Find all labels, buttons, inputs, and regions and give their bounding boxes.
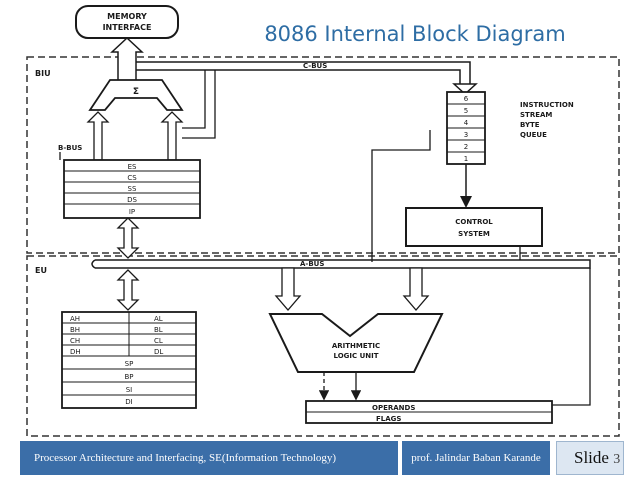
register-bp: BP	[124, 373, 133, 381]
memory-interface-line-1: MEMORY	[107, 12, 147, 21]
queue-slot-2: 2	[464, 143, 468, 151]
segment-register-file	[63, 159, 201, 219]
alu-input-arrow-right	[402, 267, 430, 311]
a-bus	[95, 259, 591, 269]
queue-slot-4: 4	[464, 119, 469, 127]
register-di: DI	[125, 398, 132, 406]
alu-label-line-1: ARITHMETIC	[332, 342, 380, 350]
eu-boundary	[26, 255, 620, 437]
register-ch: CH	[70, 337, 80, 345]
register-cs: CS	[127, 174, 137, 182]
sigma-symbol: Σ	[133, 87, 139, 97]
queue-to-a-bus-line	[371, 130, 431, 262]
b-bus-up-arrow-1	[86, 111, 110, 161]
segment-to-a-bus-arrow	[116, 217, 140, 259]
register-ip: IP	[129, 208, 135, 216]
control-system-line-1: CONTROL	[455, 218, 493, 226]
operands-label: OPERANDS	[372, 404, 415, 412]
queue-slot-dividers	[447, 103, 485, 153]
biu-label: BIU	[35, 69, 51, 78]
flags-label: FLAGS	[376, 415, 401, 423]
a-bus-left-end	[91, 259, 96, 269]
memory-interface-box	[75, 5, 179, 39]
register-ah: AH	[70, 315, 80, 323]
register-bl: BL	[154, 326, 163, 334]
b-bus-up-arrow-2	[160, 111, 184, 161]
a-bus-to-registers-arrow	[116, 269, 140, 311]
queue-slot-3: 3	[464, 131, 468, 139]
register-si: SI	[126, 386, 133, 394]
slide-number: 3	[613, 452, 621, 467]
queue-label-line-1: INSTRUCTION	[520, 101, 574, 109]
register-ds: DS	[127, 196, 137, 204]
c-bus-label: C-BUS	[303, 62, 327, 70]
alu-input-arrow-left	[274, 267, 302, 311]
eu-label: EU	[35, 266, 47, 275]
queue-label-line-4: QUEUE	[520, 131, 547, 139]
register-dl: DL	[154, 348, 163, 356]
footer-course: Processor Architecture and Interfacing, …	[20, 441, 398, 475]
register-ss: SS	[128, 185, 137, 193]
queue-label-line-2: STREAM	[520, 111, 552, 119]
sigma-adder	[88, 79, 184, 111]
footer-author: prof. Jalindar Baban Karande	[402, 441, 550, 475]
queue-label-line-3: BYTE	[520, 121, 540, 129]
alu	[268, 313, 444, 373]
b-bus-label: B-BUS	[58, 144, 82, 152]
slide-label: Slide	[574, 448, 609, 467]
queue-slot-6: 6	[464, 95, 469, 103]
c-bus-arrowhead	[452, 83, 478, 96]
memory-interface-line-2: INTERFACE	[103, 23, 152, 32]
segment-register-rows	[64, 170, 200, 205]
queue-slot-5: 5	[464, 107, 468, 115]
alu-label-line-2: LOGIC UNIT	[333, 352, 378, 360]
register-bh: BH	[70, 326, 80, 334]
control-system	[405, 207, 543, 247]
register-cl: CL	[154, 337, 163, 345]
control-to-a-bus-line	[519, 246, 591, 406]
general-register-grid	[62, 312, 196, 396]
biu-boundary	[26, 56, 620, 254]
register-dh: DH	[70, 348, 81, 356]
queue-slot-1: 1	[464, 155, 468, 163]
control-system-line-2: SYSTEM	[458, 230, 490, 238]
slide-title: 8086 Internal Block Diagram	[264, 22, 566, 46]
b-bus	[59, 70, 216, 160]
register-es: ES	[128, 163, 137, 171]
a-bus-label: A-BUS	[300, 260, 324, 268]
footer-slide-number: Slide 3	[556, 441, 624, 475]
register-sp: SP	[125, 360, 134, 368]
memory-arrow	[110, 36, 144, 85]
register-al: AL	[154, 315, 163, 323]
